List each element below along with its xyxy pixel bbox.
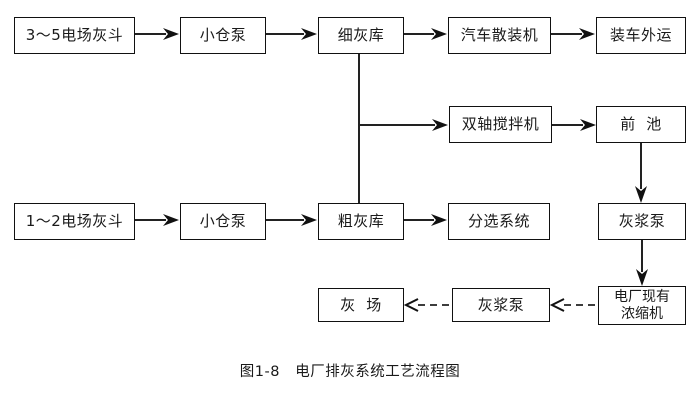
node-truck-out: 装车外运: [596, 17, 686, 54]
edge-slurrypumpbottom-to-ashyard: [403, 297, 452, 313]
edge-pumptop-to-fineash: [266, 26, 318, 42]
edge-slurrypump-to-thickener: [634, 240, 650, 287]
node-sorting-system: 分选系统: [448, 203, 550, 240]
node-truck-bulk-loader: 汽车散装机: [448, 17, 551, 54]
node-pump-bottom: 小仓泵: [180, 203, 266, 240]
node-fine-ash-silo: 细灰库: [318, 17, 404, 54]
node-front-pool: 前 池: [596, 106, 686, 143]
figure-caption: 图1-8 电厂排灰系统工艺流程图: [239, 364, 461, 380]
node-pump-top: 小仓泵: [180, 17, 266, 54]
edge-hopper35-to-pumptop: [135, 26, 180, 42]
edge-fineash-to-bulkloader: [404, 26, 448, 42]
node-hopper-35: 3～5电场灰斗: [14, 17, 135, 54]
edge-fineash-to-coarseash-trunk: [357, 54, 361, 203]
edge-thickener-to-slurrypumpbottom: [549, 297, 598, 313]
edge-pumpbottom-to-coarseash: [266, 212, 318, 228]
node-twin-shaft-mixer: 双轴搅拌机: [449, 106, 552, 143]
node-slurry-pump-right: 灰浆泵: [598, 203, 686, 240]
node-hopper-12: 1～2电场灰斗: [14, 203, 135, 240]
edge-frontpool-to-slurrypump: [633, 143, 649, 204]
thickener-label-line2: 浓缩机: [621, 305, 663, 322]
edge-mixer-to-frontpool: [552, 117, 597, 133]
edge-trunk-to-mixer: [359, 117, 449, 133]
edge-bulkloader-to-truckout: [551, 26, 596, 42]
node-ash-yard: 灰 场: [318, 288, 404, 322]
edge-coarseash-to-sorting: [404, 212, 448, 228]
node-existing-thickener: 电厂现有 浓缩机: [598, 286, 686, 325]
node-slurry-pump-bottom: 灰浆泵: [452, 288, 550, 322]
node-coarse-ash-silo: 粗灰库: [318, 203, 404, 240]
thickener-label-line1: 电厂现有: [614, 288, 670, 305]
edge-hopper12-to-pumpbottom: [135, 212, 180, 228]
